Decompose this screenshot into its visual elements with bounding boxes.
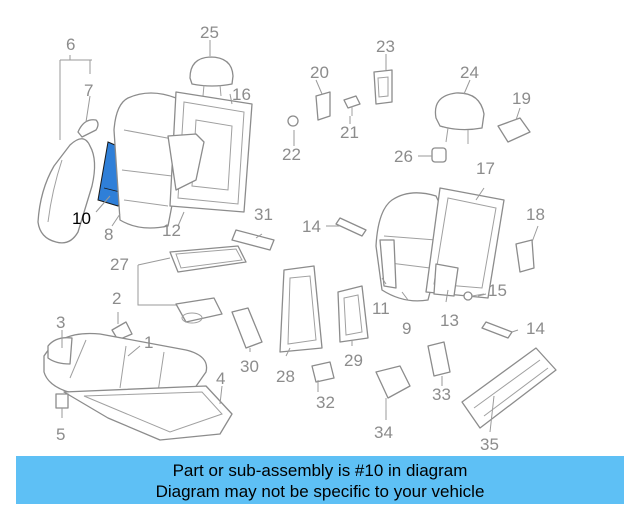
callout-31: 31 [254,205,273,224]
callout-27: 27 [110,255,129,274]
callout-34: 34 [374,423,393,442]
callout-24: 24 [460,63,479,82]
callout-7: 7 [84,81,93,100]
callout-32: 32 [316,393,335,412]
part-15-bolt [463,291,485,301]
part-1-seat-cushion [43,332,208,397]
callout-29: 29 [344,351,363,370]
part-34-hinge [375,365,411,410]
callout-17: 17 [476,159,495,178]
parts-diagram: 6 7 10 8 25 16 12 27 2 3 1 4 5 20 21 22 … [37,23,557,452]
part-32-bracket [311,361,335,383]
part-20-bracket [315,91,331,121]
callout-23: 23 [376,37,395,56]
part-24-headrest [434,92,485,144]
callout-6: 6 [66,35,75,54]
callout-8: 8 [104,225,113,244]
callout-28: 28 [276,367,295,386]
part-12-pad [167,133,205,191]
part-19-clip [497,117,531,143]
callout-22: 22 [282,145,301,164]
part-18-bracket [515,239,535,273]
callout-12: 12 [162,221,181,240]
part-29-bracket [337,285,369,343]
part-23-switch [373,69,393,105]
callout-16: 16 [232,85,251,104]
callout-19: 19 [512,89,531,108]
callout-4: 4 [216,369,225,388]
callout-30: 30 [240,357,259,376]
callout-labels: 6 7 10 8 25 16 12 27 2 3 1 4 5 20 21 22 … [56,23,545,452]
part-27-bracket [175,297,223,324]
part-35-armrest [461,347,557,429]
callout-21: 21 [340,123,359,142]
callout-2: 2 [112,289,121,308]
callout-25: 25 [200,23,219,42]
part-7-clip [77,119,99,138]
callout-10: 10 [72,209,91,228]
callout-35: 35 [480,435,499,452]
part-14-bolt-upper [335,217,367,237]
callout-20: 20 [310,63,329,82]
part-25-headrest [189,56,234,97]
part-21-bolt [343,95,361,116]
callout-1: 1 [144,333,153,352]
banner-line-1: Part or sub-assembly is #10 in diagram [172,461,468,480]
leader-lines [59,40,539,433]
callout-15: 15 [488,281,507,300]
callout-3: 3 [56,313,65,332]
part-11-pad [379,239,397,289]
part-27-panel [169,245,247,273]
callout-11: 11 [372,299,390,318]
part-14-bolt-lower [481,321,513,339]
part-3-pad [47,337,73,365]
part-5-clip [55,393,69,409]
part-6-side-bolster [37,138,96,244]
banner-line-2: Diagram may not be specific to your vehi… [155,482,485,501]
info-banner: Part or sub-assembly is #10 in diagram D… [16,456,624,504]
part-33-bracket [427,341,451,377]
callout-14-upper: 14 [302,217,321,236]
callout-5: 5 [56,425,65,444]
part-4-frame [63,385,233,441]
callout-26: 26 [394,147,413,166]
part-28-frame [279,265,323,353]
callout-33: 33 [432,385,451,404]
callout-14-lower: 14 [526,319,545,338]
part-30-panel [231,307,263,349]
part-26-guide [431,147,447,163]
callout-18: 18 [526,205,545,224]
part-31-strip [231,229,275,251]
part-13-bracket [433,263,459,297]
callout-13: 13 [440,311,459,330]
callout-9: 9 [402,319,411,338]
part-22-clip [287,115,299,127]
